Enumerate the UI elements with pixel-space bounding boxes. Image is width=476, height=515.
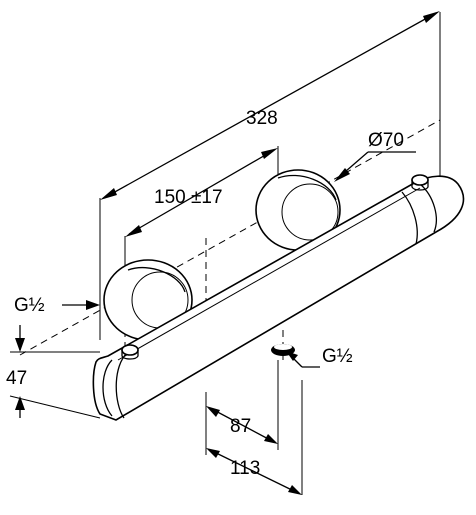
dimension-47: 47	[6, 325, 101, 419]
dimension-label-diameter: Ø70	[368, 130, 404, 151]
bottom-thread-label: G½	[322, 346, 353, 367]
dimension-113: 113	[205, 380, 303, 495]
dimension-328: 328	[99, 11, 441, 340]
mixer-body	[92, 174, 465, 421]
left-thread-label: G½	[14, 295, 45, 316]
centre-line-body	[19, 119, 441, 356]
dimension-label-47: 47	[6, 368, 27, 389]
left-thread-callout: G½	[14, 295, 100, 316]
dimension-diameter-70: Ø70	[334, 130, 416, 182]
dimension-label-150: 150 ±17	[154, 187, 223, 208]
dimension-87: 87	[205, 360, 279, 450]
dimension-150: 150 ±17	[124, 146, 279, 268]
bottom-thread-callout: G½	[286, 346, 353, 368]
dimension-label-87: 87	[230, 416, 251, 437]
dimension-label-113: 113	[230, 458, 260, 479]
dimension-label-328: 328	[246, 108, 278, 129]
